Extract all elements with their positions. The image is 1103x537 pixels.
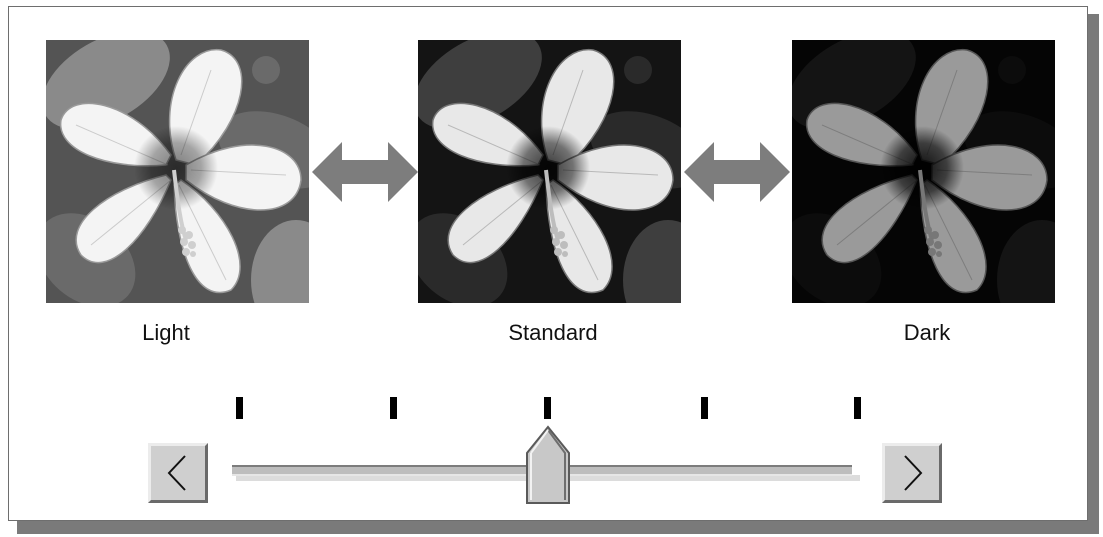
slider-tick [390,397,397,419]
slider-tick [701,397,708,419]
dark-caption: Dark [903,320,951,345]
chevron-right-icon [904,455,923,491]
slider-tick [236,397,243,419]
slider-tick [854,397,861,419]
dark-image [792,40,1055,303]
standard-caption: Standard [508,320,598,345]
chevron-left-icon [167,455,186,491]
next-button[interactable] [882,443,942,503]
standard-image [418,40,681,303]
slider-thumb[interactable] [525,425,571,505]
light-image [46,40,309,303]
prev-button[interactable] [148,443,208,503]
double-arrow-icon [684,142,790,202]
slider-tick [544,397,551,419]
double-arrow-icon [312,142,418,202]
light-caption: Light [142,320,190,345]
